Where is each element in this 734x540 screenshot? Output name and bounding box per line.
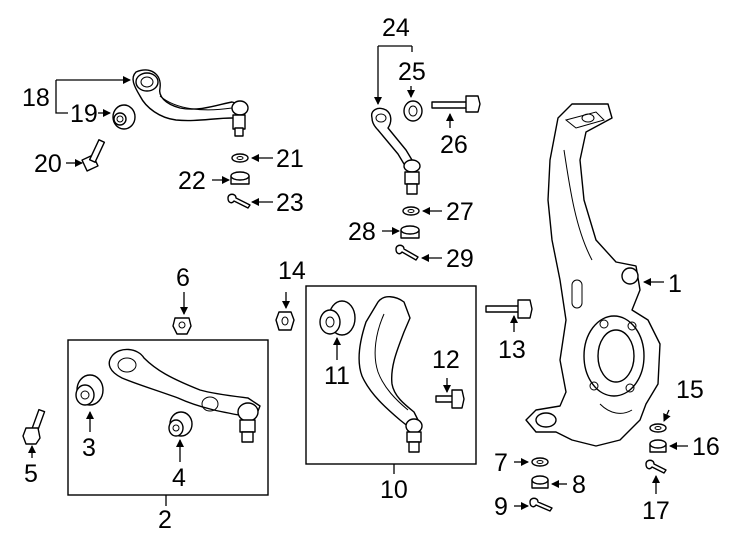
leader-lines [28, 45, 688, 510]
bolt-5 [22, 408, 46, 445]
callout-labels: 1 2 3 4 5 6 7 8 9 10 11 12 13 14 15 16 1… [22, 14, 720, 534]
callout-21: 21 [276, 145, 304, 173]
callout-15: 15 [676, 376, 704, 404]
washer-21 [231, 153, 249, 163]
callout-27: 27 [446, 198, 474, 226]
callout-18: 18 [22, 84, 50, 112]
washer-27 [402, 206, 420, 216]
nut-28 [400, 225, 420, 239]
cotter-pin-17 [645, 459, 667, 474]
steering-knuckle [525, 103, 661, 447]
washer-15 [649, 423, 667, 433]
bolt-13 [485, 299, 533, 319]
callout-2: 2 [158, 506, 172, 534]
callout-1: 1 [668, 270, 682, 298]
washer-7 [531, 457, 549, 467]
cotter-pin-29 [395, 244, 419, 261]
nut-22 [230, 171, 250, 185]
upper-arm-bushing [112, 104, 136, 130]
callout-16: 16 [692, 433, 720, 461]
upper-control-arm [132, 69, 249, 137]
bolt-26 [431, 95, 481, 113]
bushing-4 [168, 411, 193, 437]
callout-7: 7 [494, 449, 508, 477]
callout-24: 24 [382, 14, 410, 42]
bushing-25 [403, 100, 423, 122]
callout-25: 25 [398, 58, 426, 86]
bolt-20 [81, 139, 106, 172]
lower-control-arm [108, 348, 261, 443]
bushing-3 [75, 374, 104, 406]
nut-6 [172, 317, 192, 335]
callout-29: 29 [446, 245, 474, 273]
callout-23: 23 [276, 189, 304, 217]
callout-9: 9 [494, 493, 508, 521]
cotter-pin-23 [227, 193, 251, 209]
callout-28: 28 [348, 218, 376, 246]
callout-5: 5 [24, 460, 38, 488]
callout-11: 11 [324, 362, 350, 390]
callout-14: 14 [278, 257, 306, 285]
nut-8 [531, 475, 549, 489]
rear-lower-arm-kit-box [305, 285, 477, 465]
callout-8: 8 [572, 471, 586, 499]
bushing-11 [319, 300, 356, 336]
callout-19: 19 [70, 100, 98, 128]
nut-16 [649, 439, 667, 453]
callout-13: 13 [498, 336, 526, 364]
rear-lower-arm [358, 296, 423, 453]
lower-arm-kit-box [67, 339, 269, 496]
callout-12: 12 [432, 346, 460, 374]
callout-26: 26 [440, 131, 468, 159]
callout-4: 4 [172, 464, 186, 492]
cotter-pin-9 [529, 497, 553, 512]
nut-14 [275, 311, 295, 331]
callout-6: 6 [176, 264, 190, 292]
callout-20: 20 [34, 150, 62, 178]
callout-3: 3 [82, 434, 96, 462]
callout-17: 17 [642, 497, 670, 525]
stabilizer-link [371, 107, 421, 195]
callout-22: 22 [178, 167, 206, 195]
bolt-12 [435, 389, 465, 409]
callout-10: 10 [380, 476, 408, 504]
